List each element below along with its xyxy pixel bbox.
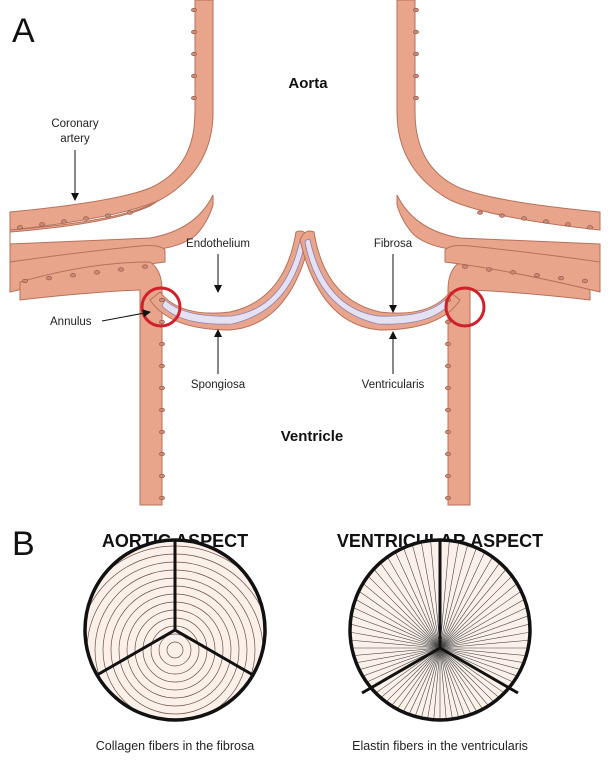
label-annulus: Annulus bbox=[50, 316, 92, 328]
aortic-aspect-disc bbox=[31, 506, 319, 760]
label-fibrosa: Fibrosa bbox=[374, 238, 413, 250]
label-coronary-1: Coronary bbox=[51, 118, 99, 130]
panel-a-letter: A bbox=[12, 12, 35, 50]
label-spongiosa: Spongiosa bbox=[191, 379, 246, 391]
ventricular-caption: Elastin fibers in the ventricularis bbox=[352, 739, 528, 753]
panel-b: B AORTIC ASPECT VENTRICULAR ASPECT Colla… bbox=[12, 506, 580, 760]
right-aorta-upper bbox=[397, 0, 600, 230]
label-coronary-2: artery bbox=[60, 133, 90, 145]
label-endothelium: Endothelium bbox=[186, 238, 250, 250]
label-aorta: Aorta bbox=[288, 75, 328, 92]
label-ventricle: Ventricle bbox=[281, 428, 344, 445]
label-ventricularis: Ventricularis bbox=[362, 379, 425, 391]
left-aorta-upper bbox=[10, 0, 213, 230]
panel-a: A Aorta Ventricle Coronary artery Endoth… bbox=[10, 0, 600, 505]
aortic-caption: Collagen fibers in the fibrosa bbox=[96, 739, 254, 753]
right-ventricle-wall bbox=[448, 262, 590, 505]
panel-b-letter: B bbox=[12, 525, 35, 563]
left-ventricle-wall bbox=[20, 262, 162, 505]
